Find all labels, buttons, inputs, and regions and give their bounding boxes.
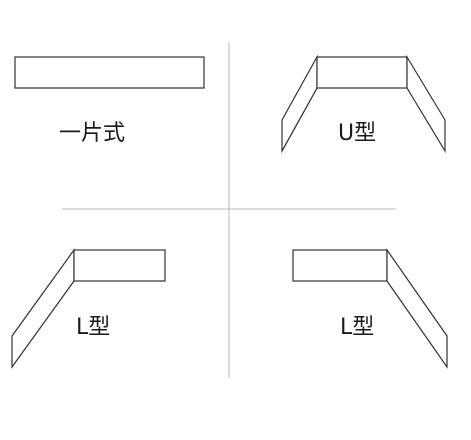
l-left-wing — [11, 248, 75, 369]
l-right-counter — [292, 249, 388, 282]
l-type-left-label: L型 — [76, 315, 110, 340]
u-type-layout: U型 — [281, 54, 446, 154]
l-type-left-layout: L型 — [11, 248, 166, 369]
u-right-wing — [406, 54, 446, 154]
l-left-counter — [73, 249, 166, 282]
u-back-counter — [316, 56, 408, 89]
one-piece-label: 一片式 — [59, 121, 125, 146]
l-right-wing — [386, 248, 448, 369]
u-left-wing-face — [281, 54, 318, 154]
one-piece-layout: 一片式 — [14, 56, 205, 146]
l-type-right-label: L型 — [340, 315, 374, 340]
one-piece-counter — [14, 56, 205, 89]
u-type-label: U型 — [338, 121, 376, 146]
l-type-right-layout: L型 — [292, 248, 448, 369]
